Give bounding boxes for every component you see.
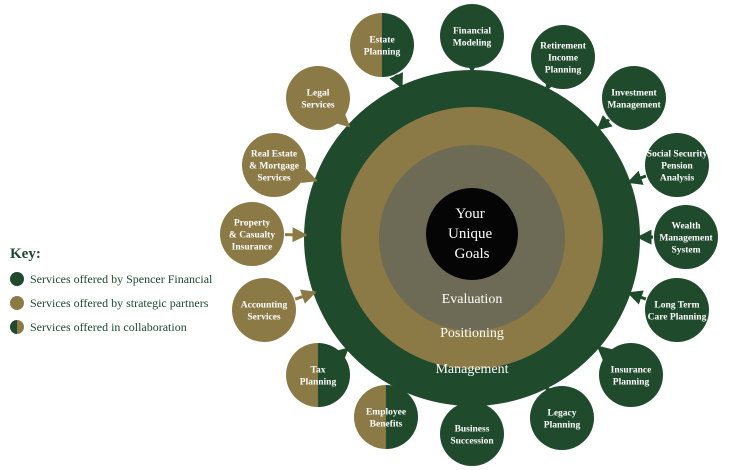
connector-arrow-tax-planning [332, 347, 350, 363]
ring-label-positioning: Positioning [440, 326, 504, 341]
legend-item-partners: Services offered by strategic partners [10, 291, 212, 315]
connector-arrow-estate-planning [389, 72, 404, 89]
service-node-real-estate-mortgage-services [242, 133, 306, 197]
connector-arrow-legacy-planning [544, 385, 559, 402]
connector-arrow-insurance-planning [596, 345, 613, 361]
legend: Key: Services offered by Spencer Financi… [10, 246, 212, 339]
service-node-employee-benefits [354, 385, 418, 449]
legend-item-spencer: Services offered by Spencer Financial [10, 267, 212, 291]
service-node-legal-services [286, 66, 350, 130]
legend-label-spencer: Services offered by Spencer Financial [30, 271, 213, 286]
service-node-property-casualty-insurance [220, 202, 284, 266]
legend-label-partners: Services offered by strategic partners [30, 295, 209, 310]
connector-arrow-legal-services [334, 111, 351, 128]
service-node-long-term-care-planning [645, 278, 709, 342]
legend-swatch-collaboration [10, 320, 24, 334]
connector-arrow-accounting-services [294, 289, 317, 304]
service-node-social-security-pension-analysis [645, 133, 709, 197]
center-goals-circle [426, 188, 518, 280]
legend-title: Key: [10, 246, 41, 262]
center-goals-label: Your Unique Goals [448, 206, 496, 262]
legend-swatch-spencer [10, 272, 24, 286]
legend-swatch-partners [10, 296, 24, 310]
service-node-retirement-income-planning [531, 25, 595, 89]
connector-arrow-retirement-income-planning [545, 74, 560, 92]
service-node-financial-modeling [440, 4, 504, 68]
service-node-insurance-planning [599, 343, 663, 407]
service-node-business-succession [440, 402, 504, 466]
service-node-wealth-management-system [654, 205, 718, 269]
connector-arrow-long-term-care-planning [627, 290, 647, 305]
service-node-accounting-services [232, 278, 296, 342]
ring-label-management: Management [435, 362, 508, 377]
ring-label-evaluation: Evaluation [442, 292, 503, 307]
service-node-investment-management [602, 66, 666, 130]
connector-arrow-investment-management [596, 114, 613, 131]
connector-arrow-social-security-pension-analysis [626, 170, 647, 185]
service-node-legacy-planning [530, 386, 594, 450]
service-node-estate-planning [350, 13, 414, 77]
legend-label-collaboration: Services offered in collaboration [30, 319, 187, 334]
legend-item-collaboration: Services offered in collaboration [10, 315, 212, 339]
service-node-tax-planning [286, 343, 350, 407]
connector-arrow-real-estate-mortgage-services [300, 168, 318, 183]
